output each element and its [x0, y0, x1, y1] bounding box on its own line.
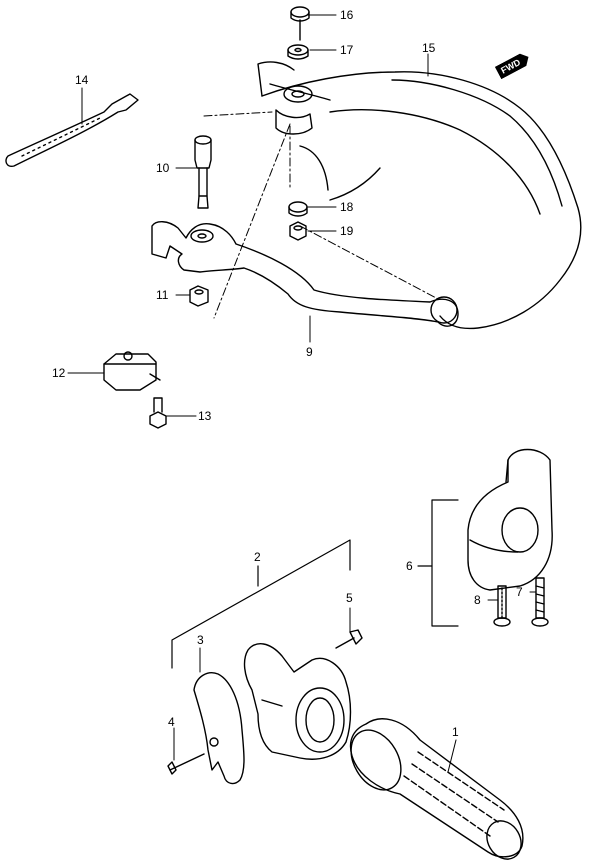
- callout-3: 3: [197, 633, 204, 647]
- switch-12: [103, 351, 161, 391]
- callout-10: 10: [156, 161, 170, 175]
- hand-guard: [257, 61, 582, 330]
- callout-1: 1: [452, 725, 459, 739]
- callout-5: 5: [346, 591, 353, 605]
- bolt-16: [290, 6, 310, 41]
- cable-tie-14: [5, 93, 139, 168]
- callout-11: 11: [156, 288, 169, 302]
- washer-17: [287, 44, 309, 60]
- callout-17: 17: [340, 43, 354, 57]
- switch-housing-6: [467, 448, 553, 591]
- callout-19: 19: [340, 224, 354, 238]
- callout-16: 16: [340, 8, 354, 22]
- callout-12: 12: [52, 366, 66, 380]
- callout-9: 9: [306, 345, 313, 359]
- callout-2: 2: [254, 550, 261, 564]
- screw-8: [493, 585, 511, 627]
- callout-leaders: [67, 14, 537, 773]
- throttle-clamp-3: [193, 672, 245, 785]
- assembly-leaders: [203, 111, 441, 319]
- clutch-lever-9: [151, 221, 459, 327]
- callout-18: 18: [340, 200, 354, 214]
- spacer-18: [288, 201, 308, 217]
- throttle-grip-1: [349, 718, 524, 860]
- screw-5: [335, 629, 363, 649]
- callout-7: 7: [516, 585, 523, 599]
- callout-13: 13: [198, 409, 212, 423]
- callout-6: 6: [406, 559, 413, 573]
- callout-15: 15: [422, 41, 436, 55]
- nut-19: [289, 221, 307, 241]
- callout-4: 4: [168, 715, 175, 729]
- bracket-6: [417, 499, 459, 627]
- throttle-housing: [243, 643, 352, 760]
- screw-7: [531, 577, 549, 627]
- bracket-2: [171, 539, 351, 669]
- screw-4: [167, 753, 205, 775]
- callout-8: 8: [474, 593, 481, 607]
- pivot-bolt-10: [194, 135, 212, 209]
- guard-bracket: [275, 85, 313, 135]
- screw-13: [149, 397, 167, 429]
- nut-11: [189, 285, 209, 307]
- callout-14: 14: [75, 73, 89, 87]
